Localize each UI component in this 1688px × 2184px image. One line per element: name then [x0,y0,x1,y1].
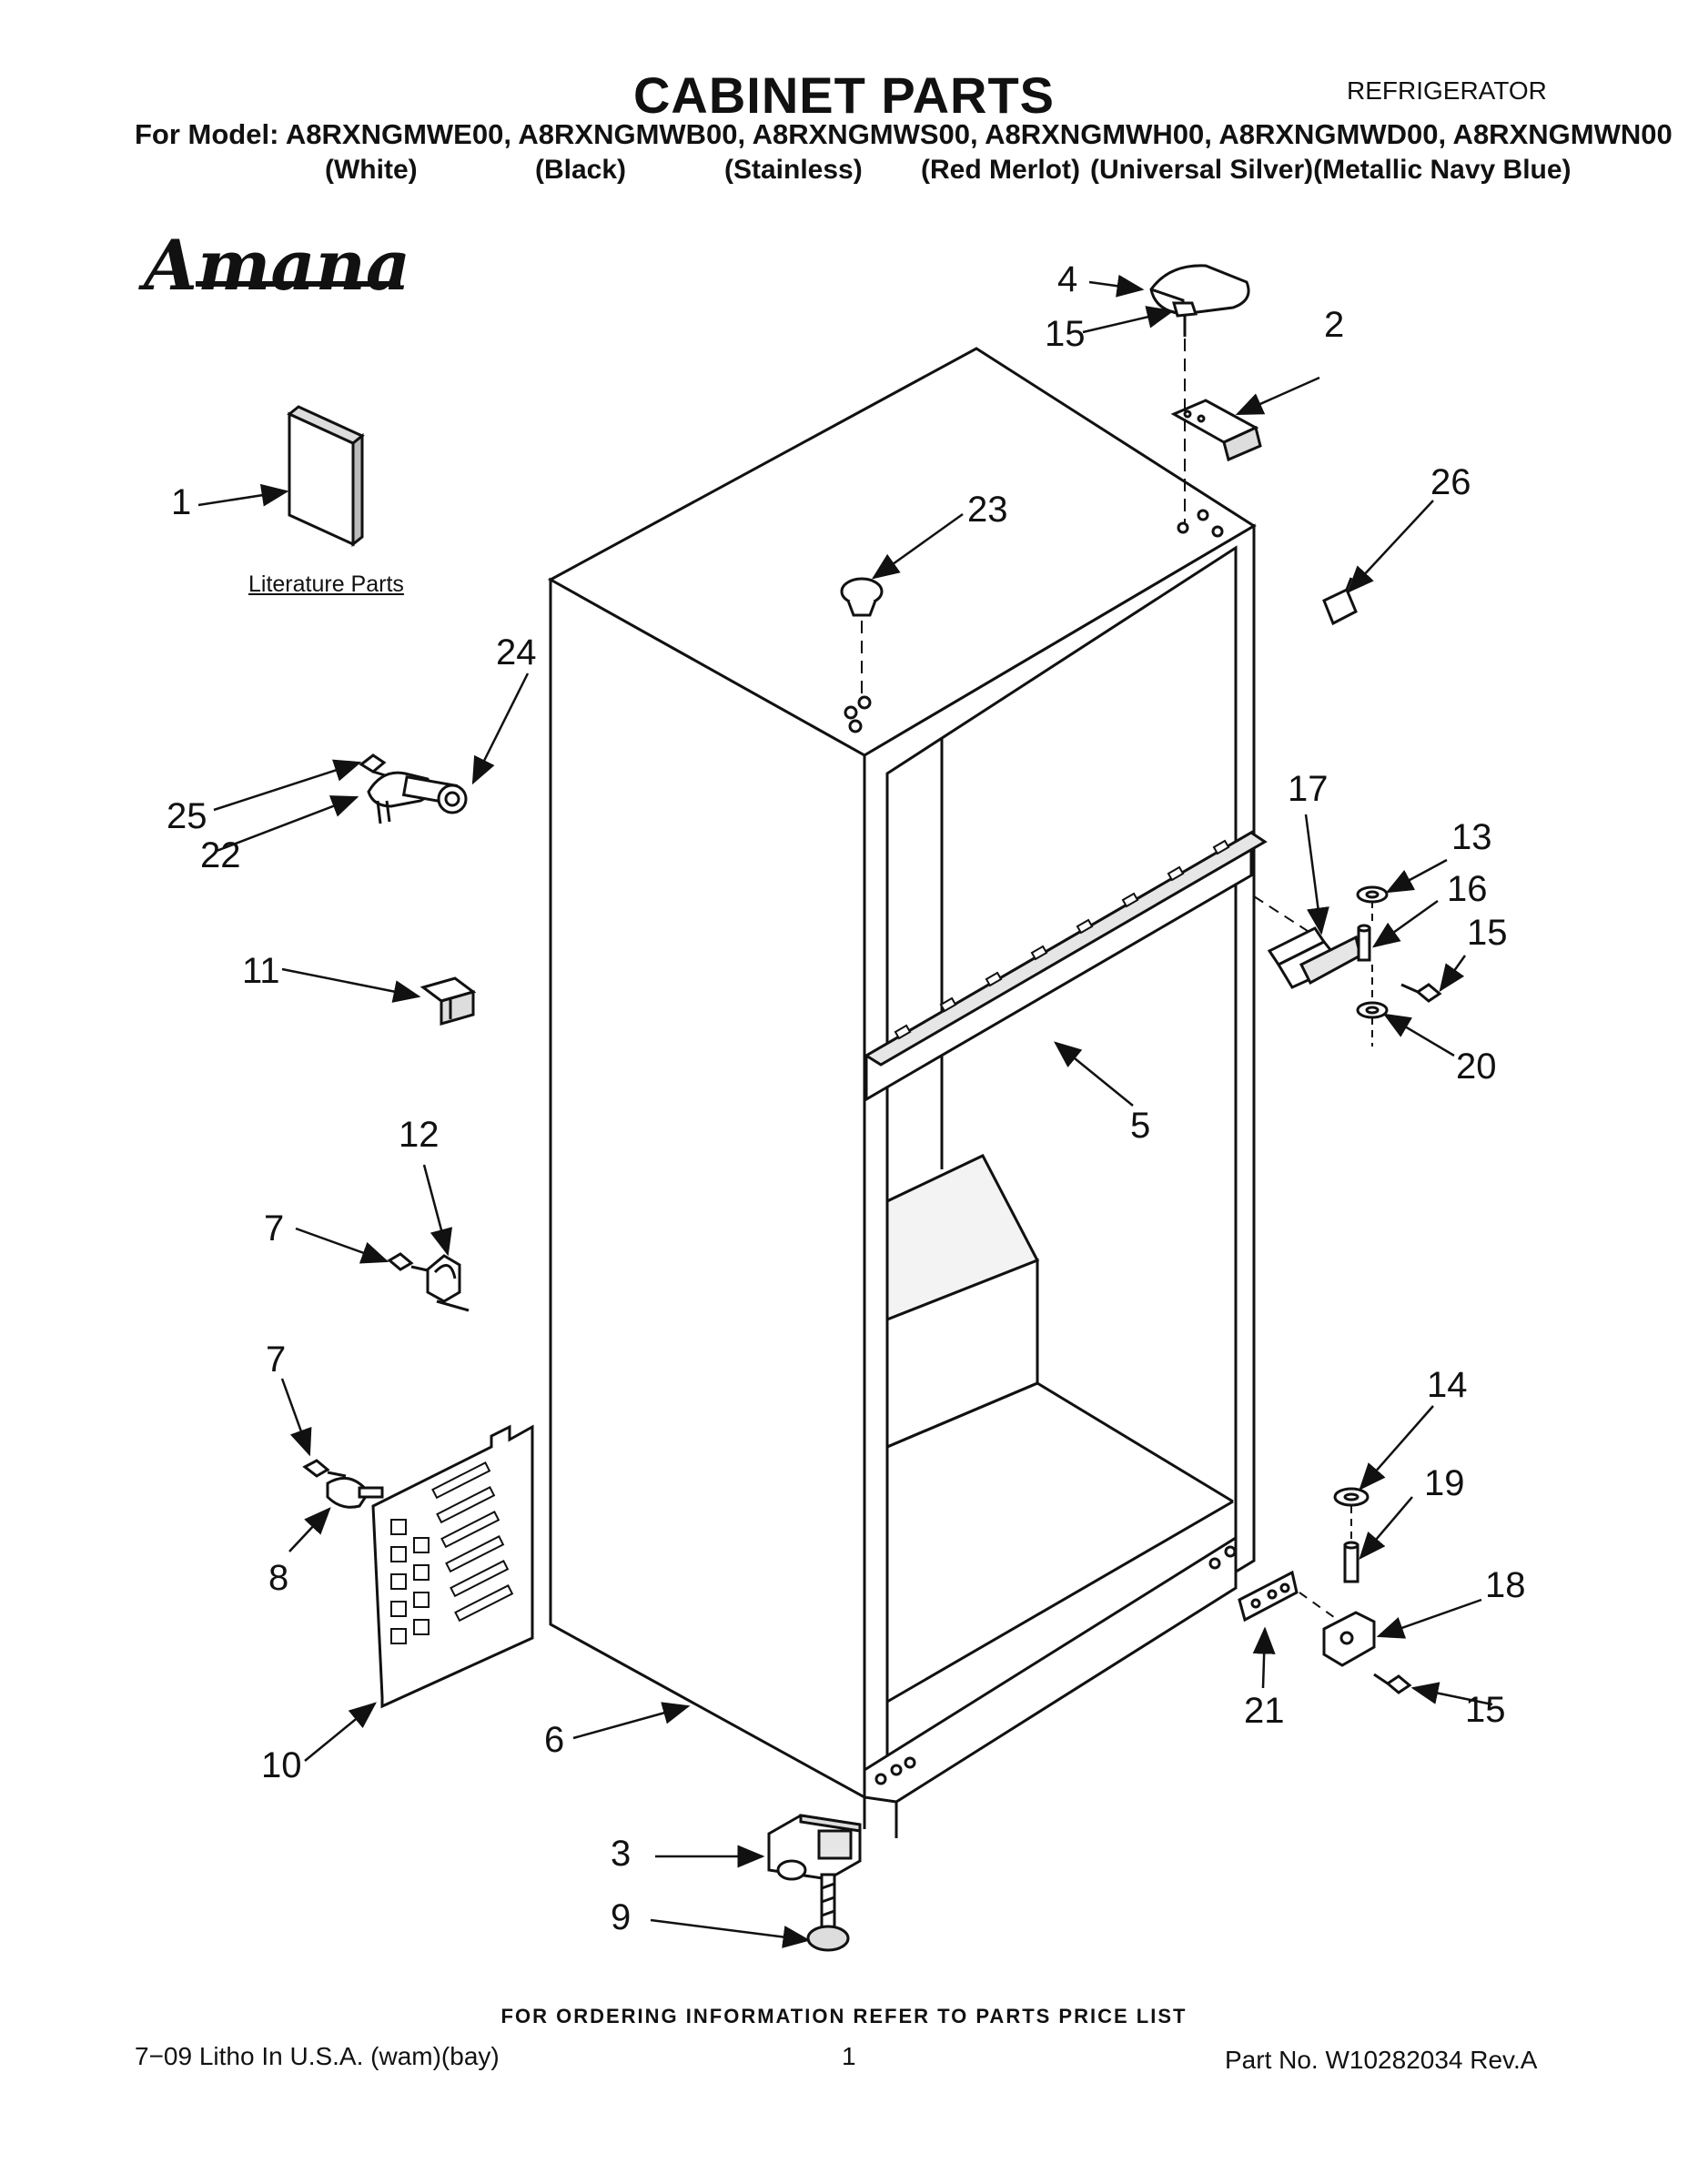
clip-bracket [419,976,477,1026]
hinge-clip [1322,577,1358,626]
wire-clip [387,1252,470,1312]
callout-5: 5 [1130,1106,1151,1146]
callout-15b: 15 [1467,913,1508,953]
callout-11: 11 [242,951,280,991]
cable-clamp [302,1459,384,1509]
callout-24: 24 [496,632,537,672]
callout-1: 1 [171,482,192,522]
callout-2: 2 [1324,305,1345,345]
callout-9: 9 [611,1897,632,1937]
callout-7a: 7 [264,1208,285,1249]
literature-booklet [287,405,365,548]
callout-3: 3 [611,1834,632,1874]
litho-info: 7−09 Litho In U.S.A. (wam)(bay) [135,2042,500,2070]
amana-logo-text: Amana [138,225,410,306]
center-rail [864,830,1268,1102]
callout-17: 17 [1288,769,1329,809]
leader-lines [197,274,1493,1948]
plug-button [840,577,884,617]
callout-13: 13 [1451,817,1492,857]
part-number: Part No. W10282034 Rev.A [1225,2046,1538,2074]
page-number: 1 [842,2042,856,2070]
callout-20: 20 [1456,1046,1497,1087]
hinge-cover [1149,264,1250,316]
callout-14: 14 [1427,1365,1468,1405]
refrigerator-cabinet [547,347,1257,1838]
callout-25: 25 [167,796,207,836]
model-list: For Model: A8RXNGMWE00, A8RXNGMWB00, A8R… [135,118,1673,150]
roller-assembly [767,1814,862,1881]
callout-8: 8 [268,1558,289,1598]
callout-21: 21 [1244,1691,1285,1731]
callout-23: 23 [967,490,1008,530]
color-silver-navy: (Universal Silver)(Metallic Navy Blue) [1090,155,1572,185]
callout-7b: 7 [266,1340,287,1380]
top-screw [1172,301,1198,337]
color-red-merlot: (Red Merlot) [921,155,1080,185]
axle-assembly [359,753,468,824]
callout-15c: 15 [1465,1690,1506,1730]
center-hinge [1267,885,1442,1019]
bottom-hinge [1322,1487,1412,1694]
callout-6: 6 [544,1720,565,1760]
callout-19: 19 [1424,1463,1465,1503]
hinge-shim [1238,1570,1299,1623]
product-type: REFRIGERATOR [1347,76,1547,105]
callout-10: 10 [261,1745,302,1785]
top-hinge [1170,399,1262,462]
amana-logo: Amana [138,225,410,306]
color-white: (White) [325,155,418,185]
color-stainless: (Stainless) [724,155,863,185]
callout-4: 4 [1057,259,1078,299]
callout-26: 26 [1430,462,1471,502]
callout-12: 12 [399,1115,440,1155]
color-black: (Black) [535,155,627,185]
page-title: CABINET PARTS [632,66,1056,124]
callout-22: 22 [200,835,241,875]
callout-15a: 15 [1045,314,1086,354]
back-panel [371,1424,534,1709]
callout-18: 18 [1485,1565,1526,1605]
leveling-leg [806,1873,850,1952]
callout-16: 16 [1447,869,1488,909]
ordering-note: FOR ORDERING INFORMATION REFER TO PARTS … [500,2005,1188,2027]
literature-parts-label: Literature Parts [248,571,404,597]
